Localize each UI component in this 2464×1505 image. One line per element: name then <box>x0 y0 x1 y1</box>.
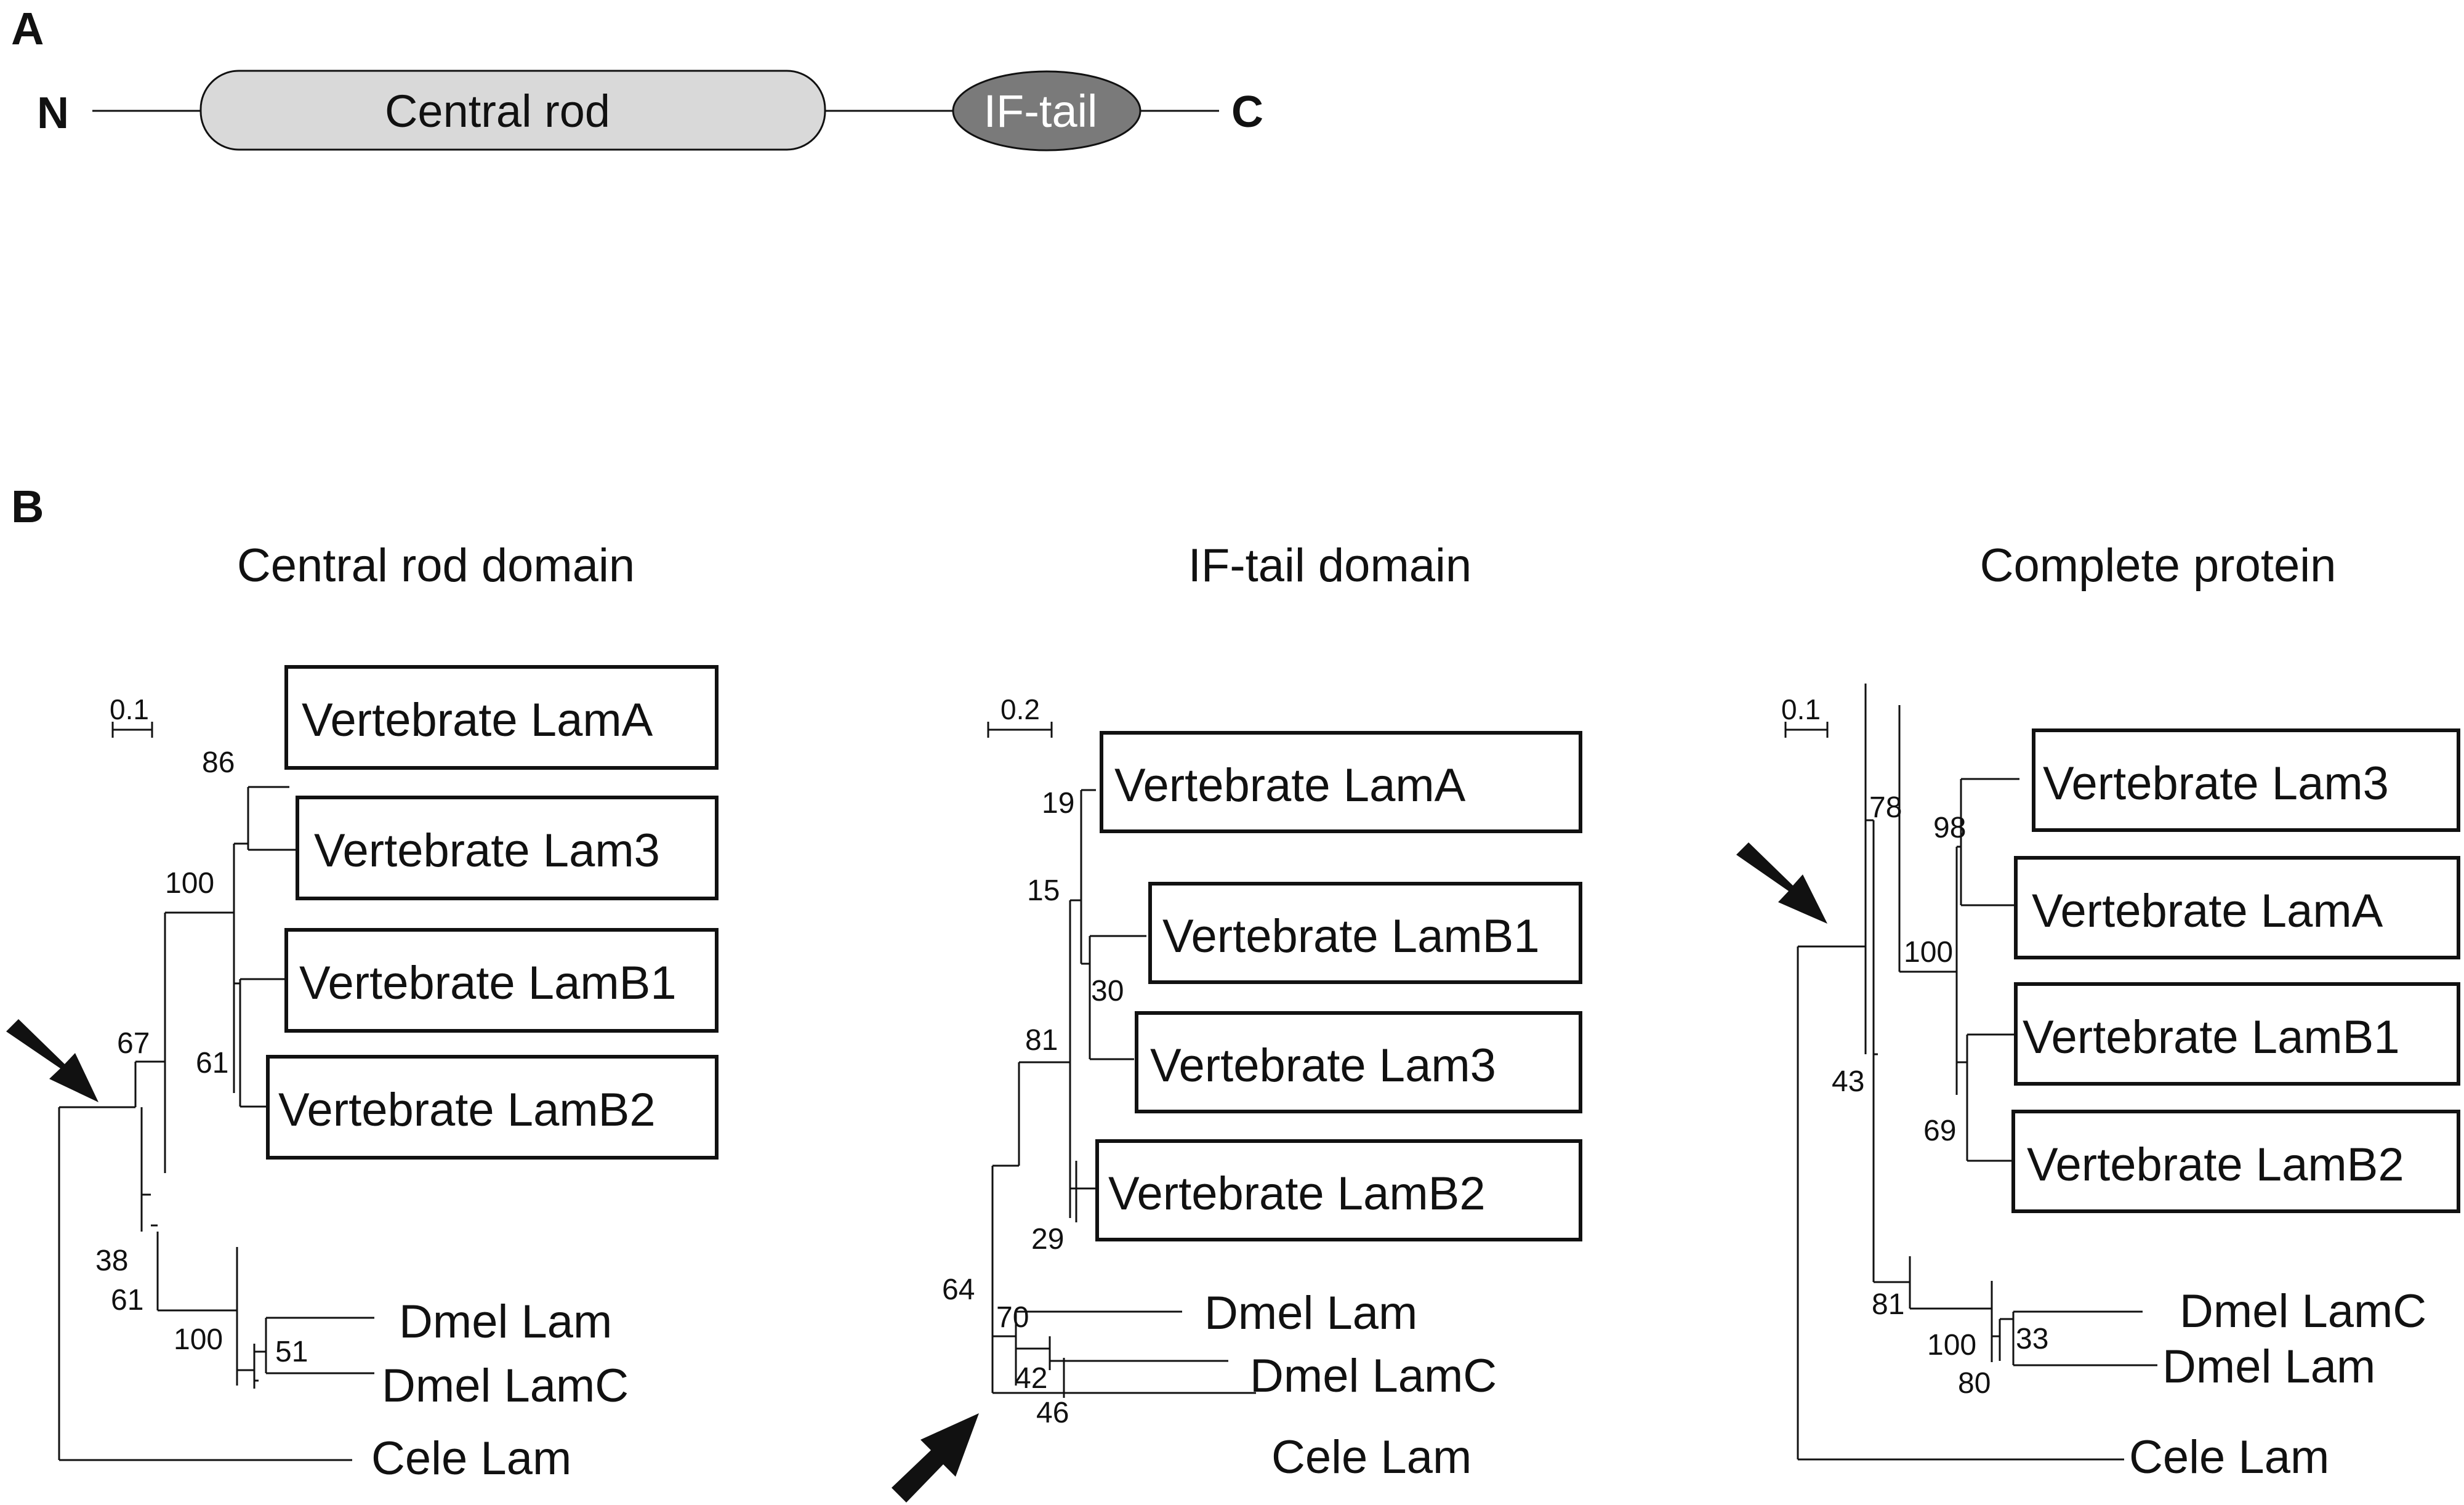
tree-title: Central rod domain <box>237 539 635 592</box>
support-value: 33 <box>2016 1323 2048 1355</box>
tree-title: IF-tail domain <box>1188 539 1472 592</box>
scale-label: 0.2 <box>1000 693 1040 725</box>
tree-branches-vert <box>134 844 235 1173</box>
n-terminus-label: N <box>37 89 69 138</box>
taxon-box <box>284 928 719 1033</box>
scale-label: 0.1 <box>1781 693 1821 725</box>
support-value: 100 <box>165 867 214 900</box>
tree-branches-dmel <box>140 1107 238 1386</box>
taxon-label: Cele Lam <box>2129 1431 2329 1483</box>
support-value: 15 <box>1027 874 1060 907</box>
taxon-label: Dmel LamC <box>1250 1350 1497 1402</box>
central-rod-label: Central rod <box>385 86 610 137</box>
scale-bar <box>111 722 153 738</box>
taxon-box <box>1135 1011 1582 1113</box>
tree-branches-dmel-tips <box>237 1317 374 1389</box>
taxon-label: Cele Lam <box>1271 1431 1472 1483</box>
support-value: 86 <box>202 746 235 779</box>
support-value: 64 <box>942 1273 975 1306</box>
scale-bar <box>987 722 1053 738</box>
taxon-label: Vertebrate LamB1 <box>1162 910 1540 962</box>
tree-branches-vert-b <box>1957 1033 2018 1162</box>
support-value: 61 <box>196 1047 228 1079</box>
tree-branches-vert-clades <box>1070 935 1146 1222</box>
support-value: 69 <box>1923 1115 1956 1147</box>
taxon-label: Vertebrate LamB1 <box>2023 1011 2400 1063</box>
taxon-label: Vertebrate LamB2 <box>278 1084 656 1136</box>
panel-b-label: B <box>11 481 44 532</box>
taxon-box <box>2011 1110 2460 1213</box>
tree-central-rod: Central rod domain 0.1 Vertebrate LamA V… <box>6 539 719 1485</box>
support-value: 98 <box>1933 812 1966 844</box>
taxon-box <box>2014 982 2460 1086</box>
support-value: 100 <box>1904 936 1953 969</box>
support-value: 43 <box>1832 1065 1864 1098</box>
tree-branches-dmel <box>1909 1256 2157 1366</box>
taxon-box <box>266 1055 719 1160</box>
support-value: 61 <box>111 1284 143 1317</box>
support-value: 42 <box>1015 1362 1047 1395</box>
taxon-label: Dmel Lam <box>1204 1287 1417 1339</box>
support-value: 81 <box>1025 1024 1058 1057</box>
support-value: 70 <box>996 1301 1029 1334</box>
tree-if-tail: IF-tail domain 0.2 Vertebrate LamA Verte… <box>892 539 1582 1503</box>
taxon-label: Vertebrate LamB2 <box>1108 1168 1486 1220</box>
tree-branches-dmel <box>992 1310 1228 1398</box>
taxon-box <box>2032 728 2460 832</box>
taxon-label: Dmel Lam <box>399 1296 612 1348</box>
taxon-box <box>2014 856 2460 959</box>
taxon-label: Dmel LamC <box>382 1360 629 1412</box>
support-value: 29 <box>1031 1223 1064 1256</box>
support-value: 67 <box>117 1027 150 1060</box>
support-value: 30 <box>1091 975 1124 1007</box>
taxon-label: Vertebrate Lam3 <box>314 825 660 877</box>
c-terminus-label: C <box>1231 87 1263 137</box>
taxon-label: Vertebrate LamB1 <box>299 957 677 1009</box>
taxon-box <box>284 665 719 770</box>
taxon-label: Vertebrate Lam3 <box>2043 757 2389 810</box>
support-value: 100 <box>174 1323 223 1356</box>
tree-title: Complete protein <box>1980 539 2337 592</box>
support-value: 51 <box>275 1336 308 1368</box>
tree-branches-vert <box>1864 684 1910 1283</box>
support-value: 81 <box>1872 1288 1904 1321</box>
support-value: 78 <box>1869 791 1902 824</box>
tree-branches-vert-clades <box>1898 705 2019 1095</box>
support-value: 19 <box>1042 787 1074 820</box>
scale-label: 0.1 <box>110 693 149 725</box>
taxon-label: Vertebrate LamB2 <box>2027 1139 2404 1191</box>
tree-complete-protein: Complete protein 0.1 Vertebrate Lam3 Ver… <box>1736 539 2460 1483</box>
taxon-box <box>1100 731 1582 833</box>
arrow-icon <box>1736 842 1827 924</box>
tree-branches-root <box>1797 945 2124 1461</box>
scale-bar <box>1784 722 1829 738</box>
support-value: 38 <box>95 1245 128 1277</box>
taxon-label: Vertebrate LamA <box>302 694 653 746</box>
if-tail-label: IF-tail <box>984 86 1098 137</box>
taxon-label: Dmel Lam <box>2162 1341 2375 1393</box>
taxon-label: Vertebrate LamA <box>1114 759 1466 812</box>
support-value: 80 <box>1958 1367 1991 1400</box>
tree-branches-root <box>991 1164 1256 1394</box>
panel-a-label: A <box>11 3 44 54</box>
arrow-icon <box>892 1413 979 1503</box>
support-value: 100 <box>1927 1329 1976 1362</box>
arrow-icon <box>6 1019 99 1102</box>
taxon-box <box>1095 1139 1582 1241</box>
taxon-label: Dmel LamC <box>2180 1285 2426 1338</box>
tree-branches-vert <box>1018 789 1096 1218</box>
taxon-label: Vertebrate Lam3 <box>1150 1039 1496 1092</box>
support-value: 46 <box>1036 1397 1069 1429</box>
tree-branches-vert-clades <box>234 786 300 1108</box>
taxon-label: Cele Lam <box>371 1432 571 1485</box>
taxon-box <box>296 796 719 900</box>
tree-branches-root <box>58 1106 352 1461</box>
domain-schematic: N Central rod IF-tail C <box>37 70 1263 151</box>
taxon-box <box>1148 882 1582 984</box>
taxon-label: Vertebrate LamA <box>2032 885 2383 937</box>
